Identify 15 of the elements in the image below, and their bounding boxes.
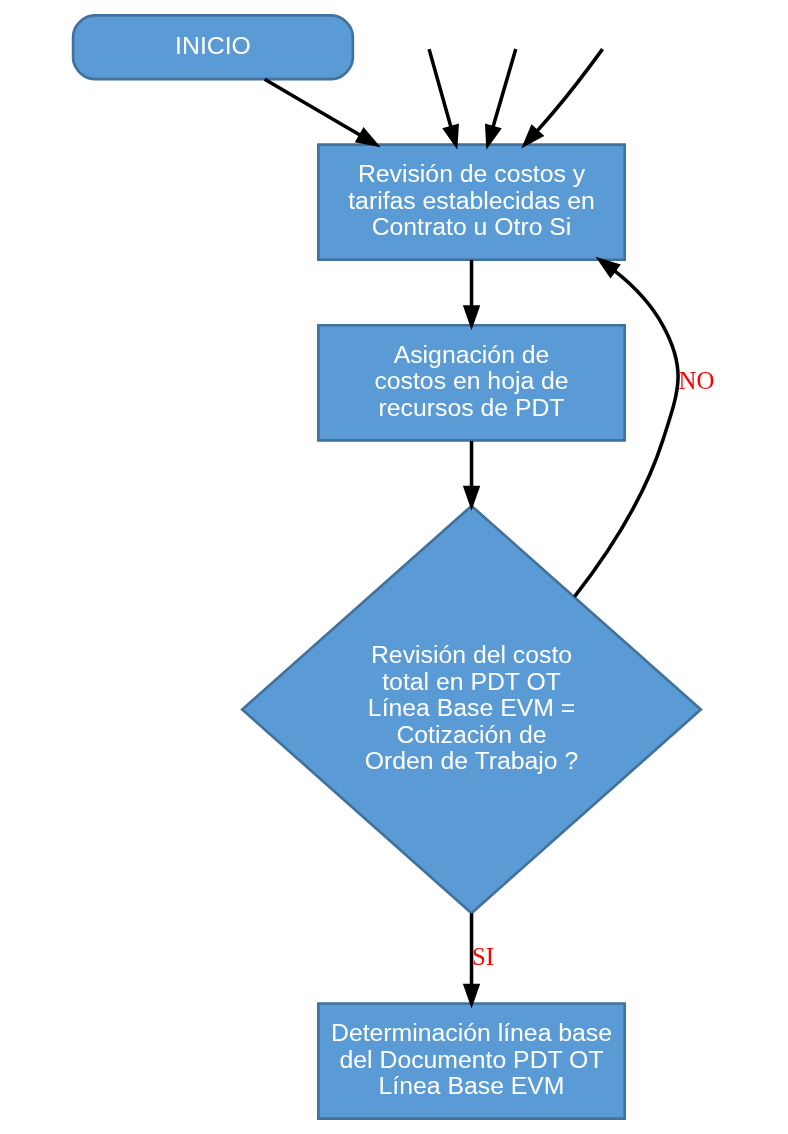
- arrow: [572, 256, 680, 598]
- arrow: [462, 913, 480, 1009]
- node-box: Asignación de costos en hoja de recursos de PDT: [316, 323, 626, 442]
- arrow: [426, 48, 459, 150]
- node-diamond: Revisión del costo total en PDT OT Línea Base EVM = Cotización de Orden de Trabajo ?: [239, 504, 703, 915]
- arrow: [462, 440, 480, 511]
- node-box: Determinación línea base del Documento PDT OT Línea Base EVM: [316, 1002, 626, 1120]
- edge-label: SI: [471, 942, 494, 970]
- arrow: [263, 77, 381, 148]
- arrow: [462, 260, 480, 331]
- edge-label: NO: [678, 367, 714, 395]
- node-box: INICIO: [71, 14, 354, 81]
- node-box: Revisión de costos y tarifas establecidas en Contrato u Otro Si: [316, 143, 626, 262]
- arrow: [484, 48, 517, 150]
- arrow: [520, 48, 604, 149]
